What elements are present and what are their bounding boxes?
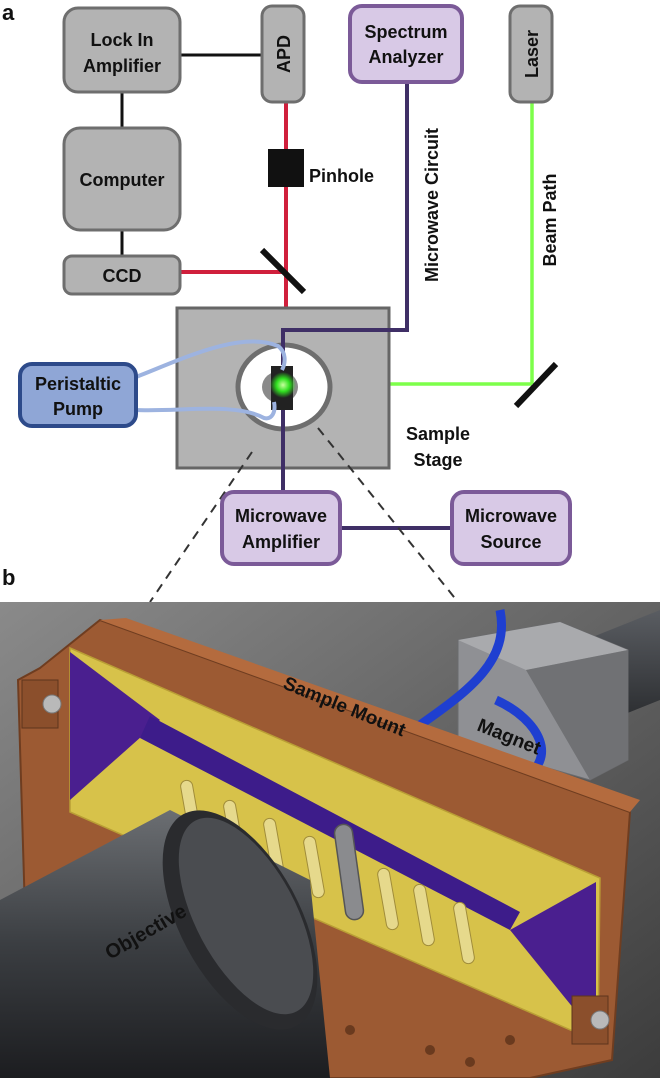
microwave-amplifier: Microwave Amplifier <box>220 490 342 566</box>
computer: Computer <box>62 126 182 232</box>
mount-holes <box>345 1025 515 1067</box>
apd-label: APD <box>274 35 294 73</box>
sample-stage-label-2: Stage <box>413 450 462 470</box>
pump-label-1: Peristaltic <box>35 374 121 394</box>
pinhole <box>268 149 304 187</box>
zoom-lines <box>149 427 459 603</box>
mw-src-label-1: Microwave <box>465 506 557 526</box>
objective-lens <box>0 810 330 1078</box>
signal-lines <box>120 53 262 256</box>
ccd-label: CCD <box>103 266 142 286</box>
spectrum-analyzer: Spectrum Analyzer <box>348 4 464 84</box>
spectrum-label-1: Spectrum <box>364 22 447 42</box>
computer-label: Computer <box>80 170 165 190</box>
apd: APD <box>260 4 306 104</box>
laser-label: Laser <box>522 30 542 78</box>
lock-in-label-1: Lock In <box>90 30 153 50</box>
pinhole-label: Pinhole <box>309 166 374 186</box>
lock-in-amplifier: Lock In Amplifier <box>62 6 182 94</box>
peristaltic-pump: Peristaltic Pump <box>18 362 138 428</box>
panel-b: b <box>0 565 660 1078</box>
detection-path <box>180 102 288 308</box>
mw-src-label-2: Source <box>480 532 541 552</box>
nv-fluorescence <box>270 372 296 398</box>
spectrum-label-2: Analyzer <box>368 47 443 67</box>
panel-b-letter: b <box>2 565 15 590</box>
waveguide-strip <box>140 716 520 930</box>
beam-path-label: Beam Path <box>540 173 560 266</box>
render-image: Sample Mount Magnet Objective <box>0 602 660 1078</box>
microwave-source: Microwave Source <box>450 490 572 566</box>
mw-amp-label-2: Amplifier <box>242 532 320 552</box>
laser: Laser <box>508 4 554 104</box>
mw-amp-label-1: Microwave <box>235 506 327 526</box>
pump-label-2: Pump <box>53 399 103 419</box>
pump-tubes <box>135 339 287 421</box>
panel-a: a Pinhole <box>2 0 572 603</box>
mount-screws <box>21 679 610 1045</box>
sample-slot <box>333 823 365 921</box>
microwave-circuit-label: Microwave Circuit <box>422 128 442 282</box>
microwave-lines <box>281 82 452 530</box>
mirror-detection <box>259 247 307 295</box>
sample-stage-label-1: Sample <box>406 424 470 444</box>
ccd: CCD <box>62 254 182 296</box>
mirror-laser <box>513 361 559 409</box>
panel-a-letter: a <box>2 0 15 25</box>
lock-in-label-2: Amplifier <box>83 56 161 76</box>
board-corner-left <box>70 652 160 800</box>
